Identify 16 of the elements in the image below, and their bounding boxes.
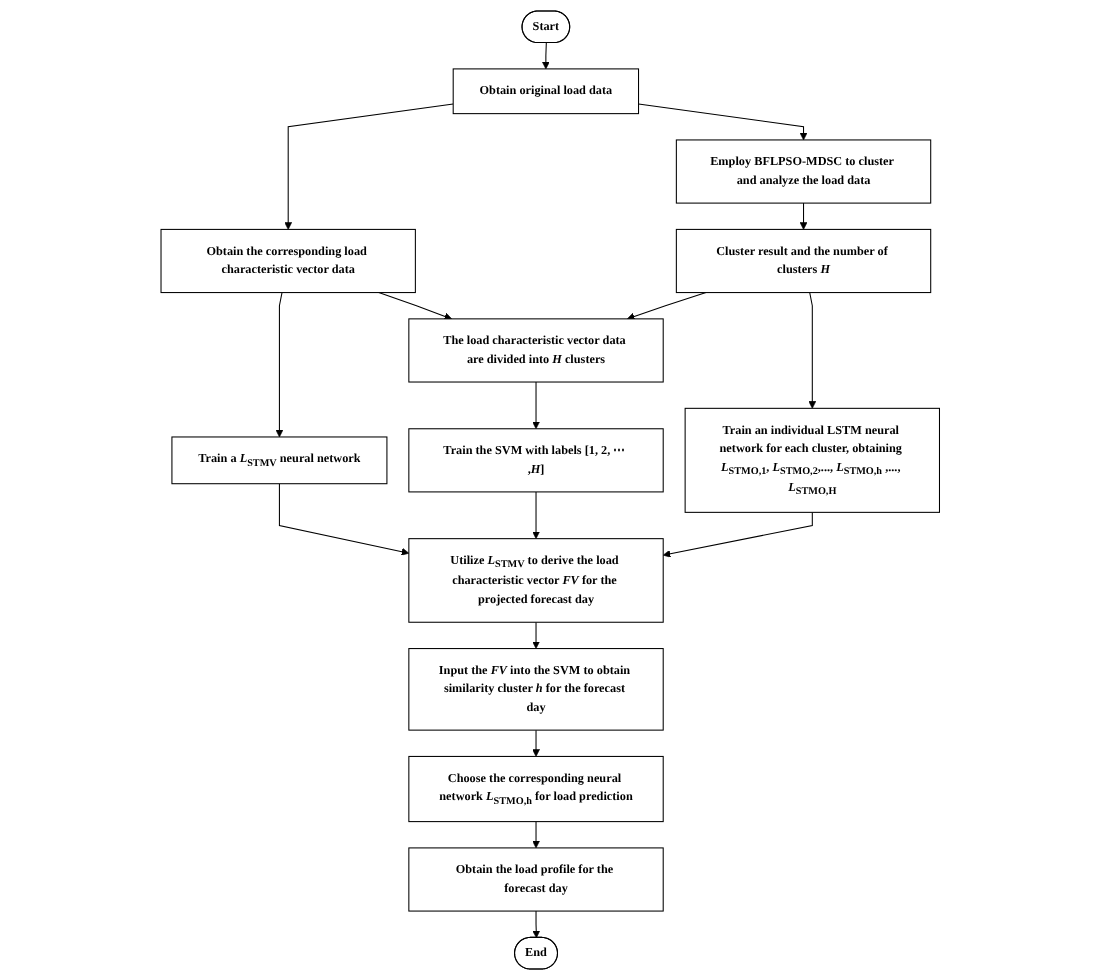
arrow — [531, 381, 540, 430]
arrow — [637, 103, 808, 141]
arrow — [799, 202, 808, 230]
arrow — [378, 292, 452, 321]
arrow — [541, 42, 550, 70]
arrow — [532, 910, 540, 939]
arrow — [278, 483, 409, 556]
arrow — [808, 292, 816, 409]
arrow — [531, 491, 540, 539]
arrow — [662, 511, 813, 558]
arrow — [531, 821, 540, 849]
arrow — [531, 621, 540, 649]
arrow — [531, 729, 540, 757]
arrow — [275, 292, 284, 438]
arrow — [626, 292, 707, 321]
arrow — [284, 103, 454, 230]
